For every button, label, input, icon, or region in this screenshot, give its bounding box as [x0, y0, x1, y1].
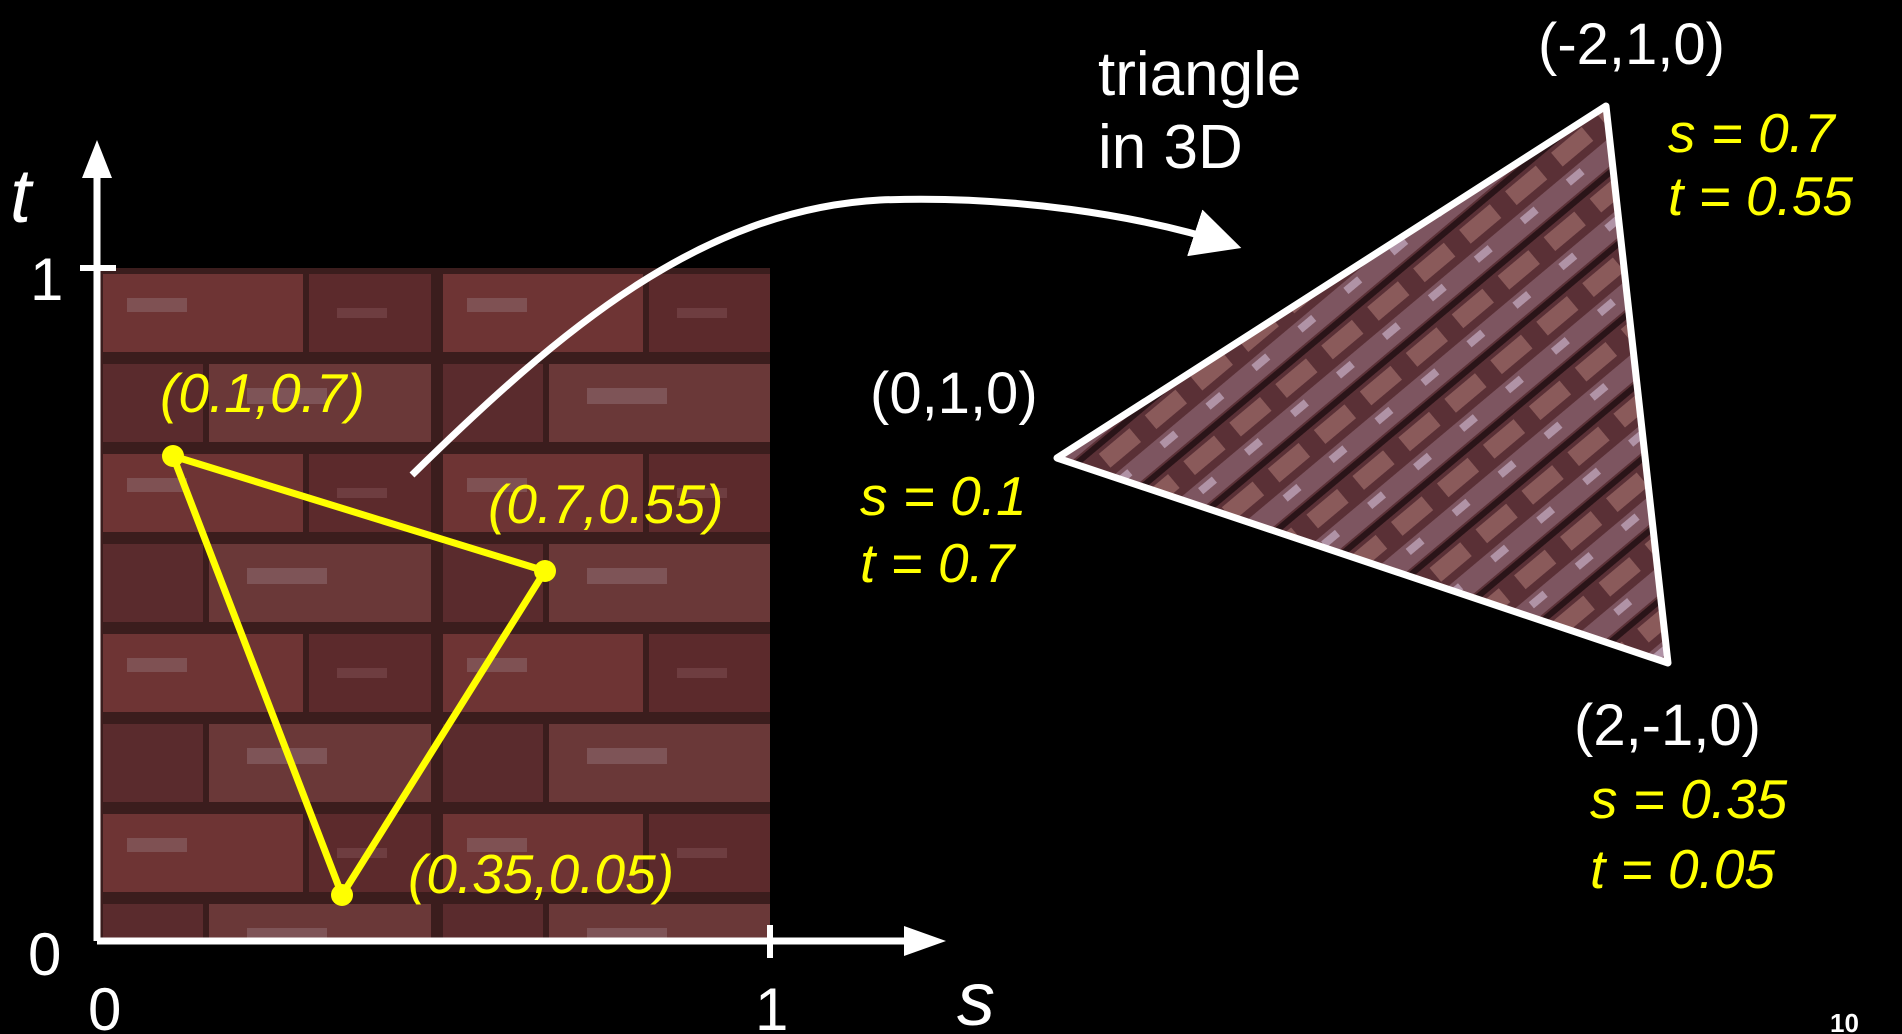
- texture-vertex-3-label: (0.35,0.05): [408, 843, 674, 905]
- vertex-top-s: s = 0.7: [1668, 102, 1837, 164]
- vertex-bottom-t: t = 0.05: [1590, 838, 1775, 900]
- s-axis-label: s: [957, 957, 995, 1034]
- brick-texture-image: [97, 268, 770, 941]
- triangle-3d-outline: [1053, 102, 1672, 667]
- mapping-label-line2: in 3D: [1098, 113, 1243, 182]
- texture-vertex-1: [162, 445, 184, 467]
- vertex-top-t: t = 0.55: [1668, 165, 1853, 227]
- page-number: 10: [1830, 1008, 1859, 1034]
- vertex-left-coord: (0,1,0): [870, 361, 1038, 426]
- texture-triangle: [162, 445, 556, 906]
- triangle-3d: [1053, 102, 1672, 667]
- s-tick-one-label: 1: [755, 976, 788, 1034]
- texture-triangle-outline: [169, 452, 549, 899]
- texture-axes: [80, 140, 946, 958]
- mapping-arrow: [409, 195, 1242, 478]
- s-axis-arrowhead: [904, 926, 946, 956]
- vertex-left-t: t = 0.7: [860, 532, 1017, 594]
- t-tick-zero-label: 0: [28, 921, 61, 988]
- s-tick-zero-label: 0: [88, 976, 121, 1034]
- t-axis-label: t: [10, 154, 34, 239]
- vertex-top-coord: (-2,1,0): [1538, 12, 1725, 77]
- triangle-3d-fill: [1057, 106, 1668, 663]
- t-axis-arrowhead: [82, 140, 112, 178]
- texture-vertex-2: [534, 560, 556, 582]
- texture-vertex-1-label: (0.1,0.7): [160, 362, 365, 424]
- vertex-bottom-s: s = 0.35: [1590, 768, 1788, 830]
- t-tick-one-label: 1: [30, 246, 63, 313]
- texture-vertex-3: [331, 884, 353, 906]
- texture-vertex-2-label: (0.7,0.55): [488, 473, 723, 535]
- vertex-bottom-coord: (2,-1,0): [1574, 693, 1761, 758]
- vertex-left-s: s = 0.1: [860, 465, 1027, 527]
- mapping-label-line1: triangle: [1098, 40, 1301, 109]
